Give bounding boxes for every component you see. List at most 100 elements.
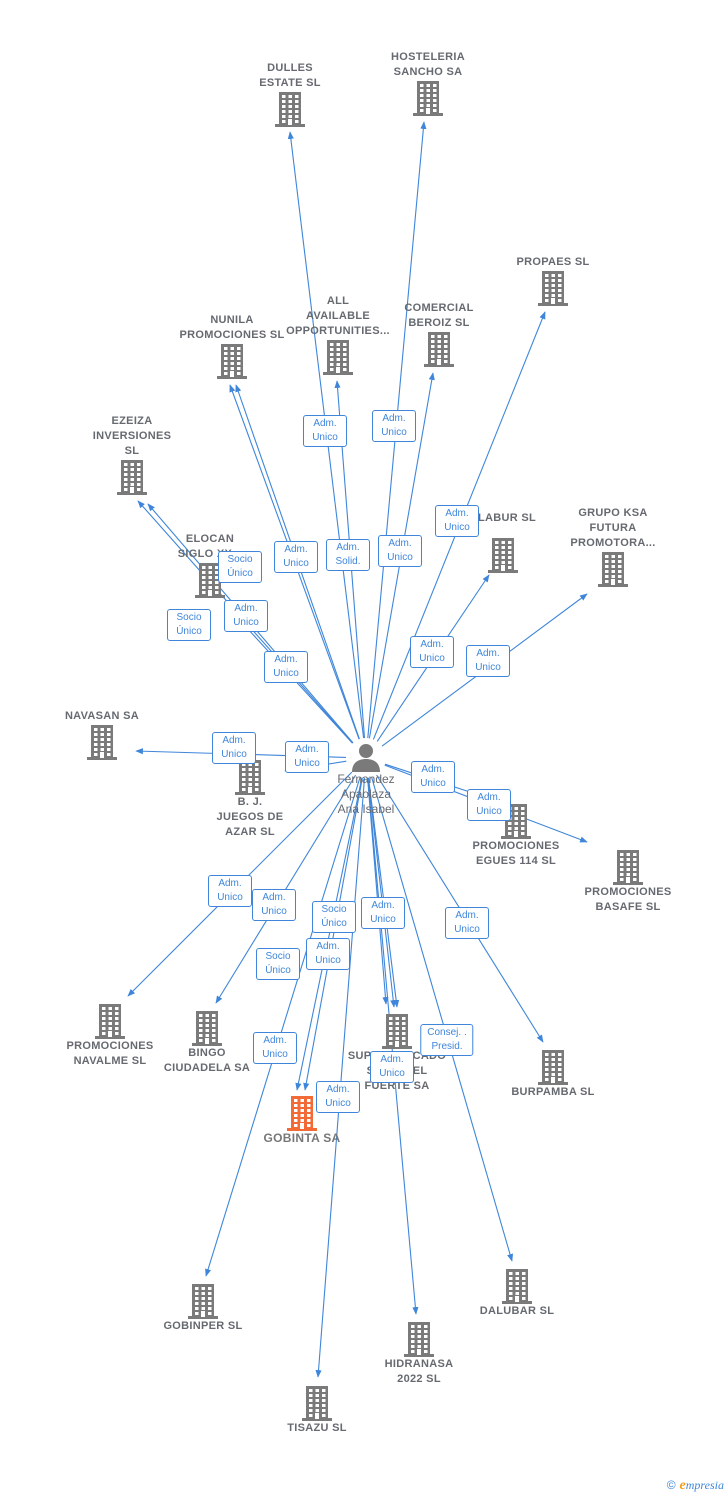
company-name: GOBINTA SA (263, 1131, 341, 1145)
company-node-basafe[interactable]: PROMOCIONES BASAFE SL (563, 849, 693, 915)
edge-label-ezeiza[interactable]: Socio Único (167, 609, 211, 641)
edge-label-ezeiza[interactable]: Adm. Unico (224, 600, 268, 632)
company-node-dalubar[interactable]: DALUBAR SL (452, 1268, 582, 1319)
edge-label-bingo[interactable]: Adm. Unico (252, 889, 296, 921)
company-node-propaes[interactable]: PROPAES SL (488, 255, 618, 306)
company-node-labur[interactable]: LABUR SL (438, 512, 568, 573)
company-node-bj[interactable]: B. J. JUEGOS DE AZAR SL (185, 759, 315, 840)
edge-label-supermercado[interactable]: Adm. Unico (361, 897, 405, 929)
edge-label-nunila[interactable]: Adm. Unico (264, 651, 308, 683)
company-node-nunila[interactable]: NUNILA PROMOCIONES SL (167, 313, 297, 379)
copyright-symbol: © (666, 1478, 676, 1492)
edge-label-burpamba[interactable]: Adm. Unico (445, 907, 489, 939)
company-node-gobinta[interactable]: GOBINTA SA (237, 1095, 367, 1146)
building-icon (538, 271, 568, 306)
edge-label-supermercado[interactable]: Socio Único (312, 901, 356, 933)
edge-label-navasan[interactable]: Adm. Unico (212, 732, 256, 764)
company-name: NAVASAN SA (64, 710, 140, 722)
company-name: HIDRANASA 2022 SL (384, 1358, 454, 1385)
building-icon (217, 344, 247, 379)
company-name: TISAZU SL (287, 1422, 347, 1434)
company-node-hidranasa[interactable]: HIDRANASA 2022 SL (354, 1321, 484, 1387)
building-icon (598, 552, 628, 587)
edge-label-dulles[interactable]: Adm. Unico (303, 415, 347, 447)
company-name: COMERCIAL BEROIZ SL (404, 302, 474, 329)
company-name: GRUPO KSA FUTURA PROMOTORA... (570, 507, 656, 549)
company-name: B. J. JUEGOS DE AZAR SL (216, 796, 284, 838)
edge-label-egues[interactable]: Adm. Unico (411, 761, 455, 793)
company-name: PROMOCIONES BASAFE SL (584, 886, 672, 913)
company-name: DULLES ESTATE SL (259, 62, 321, 89)
edge-label-comercial[interactable]: Adm. Unico (378, 535, 422, 567)
building-icon (424, 332, 454, 367)
edge-label-navalme[interactable]: Adm. Unico (208, 875, 252, 907)
company-node-hosteleria[interactable]: HOSTELERIA SANCHO SA (363, 50, 493, 116)
company-name: PROMOCIONES NAVALME SL (66, 1040, 154, 1067)
edge-label-grupoksa[interactable]: Adm. Unico (466, 645, 510, 677)
building-icon (488, 538, 518, 573)
company-node-dulles[interactable]: DULLES ESTATE SL (225, 61, 355, 127)
edge-line-supermercado (367, 777, 400, 1008)
edge-label-gobinta[interactable]: Adm. Unico (306, 938, 350, 970)
building-icon (117, 460, 147, 495)
company-node-egues[interactable]: PROMOCIONES EGUES 114 SL (451, 803, 581, 869)
company-node-ezeiza[interactable]: EZEIZA INVERSIONES SL (67, 414, 197, 495)
edge-label-hidranasa[interactable]: Adm. Unico (370, 1051, 414, 1083)
company-node-bingo[interactable]: BINGO CIUDADELA SA (142, 1010, 272, 1076)
building-icon (382, 1014, 412, 1049)
edge-label-gobinper[interactable]: Adm. Unico (253, 1032, 297, 1064)
building-icon (302, 1386, 332, 1421)
company-name: GOBINPER SL (163, 1320, 243, 1332)
person-node[interactable]: Fernandez Apaolaza Ana Isabel (301, 742, 431, 817)
building-icon (192, 1011, 222, 1046)
edge-label-basafe[interactable]: Adm. Unico (467, 789, 511, 821)
edge-label-nunila[interactable]: Adm. Unico (274, 541, 318, 573)
company-name: HOSTELERIA SANCHO SA (391, 51, 465, 78)
company-name: BINGO CIUDADELA SA (163, 1047, 251, 1074)
edge-label-hosteleria[interactable]: Adm. Unico (372, 410, 416, 442)
building-icon (404, 1322, 434, 1357)
edge-label-propaes[interactable]: Adm. Unico (435, 505, 479, 537)
person-icon (352, 744, 380, 772)
edge-label-allavailable[interactable]: Adm. Solid. (326, 539, 370, 571)
edge-label-tisazu[interactable]: Adm. Unico (316, 1081, 360, 1113)
company-name: NUNILA PROMOCIONES SL (179, 314, 285, 341)
footer-brand[interactable]: ©empresia (667, 1478, 724, 1494)
building-icon (287, 1096, 317, 1131)
edge-line-supermercado (367, 777, 397, 1008)
company-name: PROMOCIONES EGUES 114 SL (472, 840, 560, 867)
building-icon (235, 760, 265, 795)
company-node-allavailable[interactable]: ALL AVAILABLE OPPORTUNITIES... (273, 294, 403, 375)
edge-label-gobinta[interactable]: Socio Único (256, 948, 300, 980)
building-icon (538, 1050, 568, 1085)
company-name: EZEIZA INVERSIONES SL (92, 415, 172, 457)
building-icon (275, 92, 305, 127)
company-node-comercial[interactable]: COMERCIAL BEROIZ SL (374, 301, 504, 367)
building-icon (95, 1004, 125, 1039)
company-node-navasan[interactable]: NAVASAN SA (37, 709, 167, 760)
building-icon (613, 850, 643, 885)
company-node-grupoksa[interactable]: GRUPO KSA FUTURA PROMOTORA... (548, 506, 678, 587)
company-name: PROPAES SL (516, 256, 590, 268)
edge-line-tisazu (315, 777, 366, 1378)
edge-label-labur[interactable]: Adm. Unico (410, 636, 454, 668)
company-name: LABUR SL (478, 512, 537, 524)
edge-label-bj[interactable]: Adm. Unico (285, 741, 329, 773)
company-name: ALL AVAILABLE OPPORTUNITIES... (286, 295, 390, 337)
edge-label-elocan[interactable]: Socio Único (218, 551, 262, 583)
edge-line-gobinta (303, 777, 363, 1091)
edge-label-supermercado[interactable]: Consej. . Presid. (420, 1024, 474, 1056)
edge-line-dalubar (371, 777, 514, 1262)
company-node-burpamba[interactable]: BURPAMBA SL (488, 1049, 618, 1100)
company-name: DALUBAR SL (479, 1305, 555, 1317)
company-node-navalme[interactable]: PROMOCIONES NAVALME SL (45, 1003, 175, 1069)
edge-line-gobinta (295, 777, 363, 1091)
building-icon (323, 340, 353, 375)
company-node-tisazu[interactable]: TISAZU SL (252, 1385, 382, 1436)
brand-initial: e (679, 1478, 686, 1493)
building-icon (502, 1269, 532, 1304)
edge-line-gobinper (205, 776, 361, 1277)
building-icon (87, 725, 117, 760)
building-icon (195, 563, 225, 598)
company-node-gobinper[interactable]: GOBINPER SL (138, 1283, 268, 1334)
